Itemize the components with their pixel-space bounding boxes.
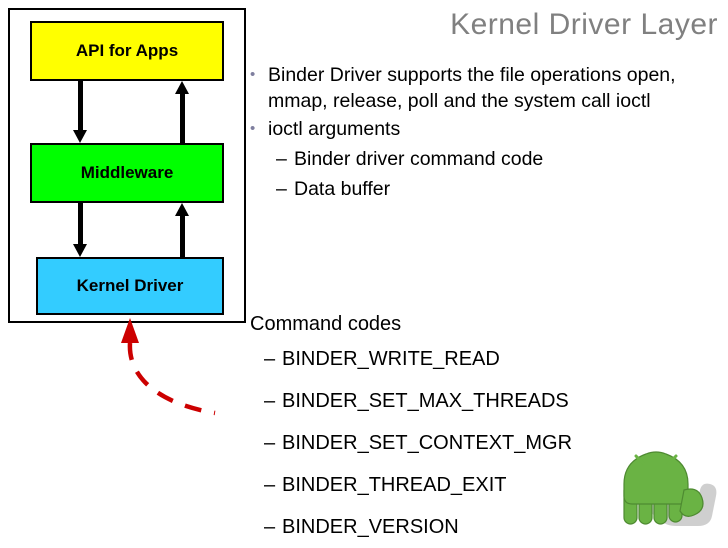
command-code-item: – BINDER_VERSION xyxy=(250,506,720,548)
bullet-text: Binder Driver supports the file operatio… xyxy=(268,64,676,112)
command-code-item: – BINDER_WRITE_READ xyxy=(250,338,720,380)
android-robot-hand-icon xyxy=(623,451,704,525)
command-code-marker: – xyxy=(264,474,276,496)
command-code-marker: – xyxy=(264,348,276,370)
command-code-label: BINDER_SET_MAX_THREADS xyxy=(282,390,569,412)
body-content: • Binder Driver supports the file operat… xyxy=(250,62,720,204)
sub-bullet-item: – Binder driver command code xyxy=(250,144,720,174)
command-code-label: BINDER_THREAD_EXIT xyxy=(282,474,507,496)
sub-bullet-item: – Data buffer xyxy=(250,174,720,204)
bullet-marker: • xyxy=(250,66,256,83)
sub-bullet-text: Data buffer xyxy=(294,178,391,200)
command-code-item: – BINDER_SET_CONTEXT_MGR xyxy=(250,422,720,464)
page-title: Kernel Driver Layer xyxy=(450,8,718,41)
command-code-item: – BINDER_SET_MAX_THREADS xyxy=(250,380,720,422)
bullet-item: • Binder Driver supports the file operat… xyxy=(250,62,720,114)
command-code-label: BINDER_VERSION xyxy=(282,516,459,538)
command-code-label: BINDER_SET_CONTEXT_MGR xyxy=(282,432,573,454)
command-codes-section: Command codes – BINDER_WRITE_READ – BIND… xyxy=(250,310,720,548)
bullet-marker: • xyxy=(250,120,256,137)
diagram-box-api-for-apps: API for Apps xyxy=(30,21,224,81)
dashed-callout-arrow-icon xyxy=(121,318,216,416)
diagram-box-middleware: Middleware xyxy=(30,143,224,203)
diagram-box-kernel-driver: Kernel Driver xyxy=(36,257,224,315)
command-code-marker: – xyxy=(264,516,276,538)
command-code-item: – BINDER_THREAD_EXIT xyxy=(250,464,720,506)
command-code-marker: – xyxy=(264,390,276,412)
command-code-marker: – xyxy=(264,432,276,454)
diagram-box-label: API for Apps xyxy=(75,41,179,60)
bullet-text: ioctl arguments xyxy=(268,118,401,140)
sub-bullet-marker: – xyxy=(276,178,287,200)
command-code-label: BINDER_WRITE_READ xyxy=(282,348,500,370)
diagram-box-label: Kernel Driver xyxy=(76,276,184,295)
command-codes-title: Command codes xyxy=(250,313,402,335)
architecture-diagram: API for Apps Middleware Kernel Driver xyxy=(8,8,246,323)
bullet-item: • ioctl arguments xyxy=(250,116,720,142)
sub-bullet-text: Binder driver command code xyxy=(294,148,544,170)
diagram-box-label: Middleware xyxy=(80,163,174,182)
sub-bullet-marker: – xyxy=(276,148,287,170)
